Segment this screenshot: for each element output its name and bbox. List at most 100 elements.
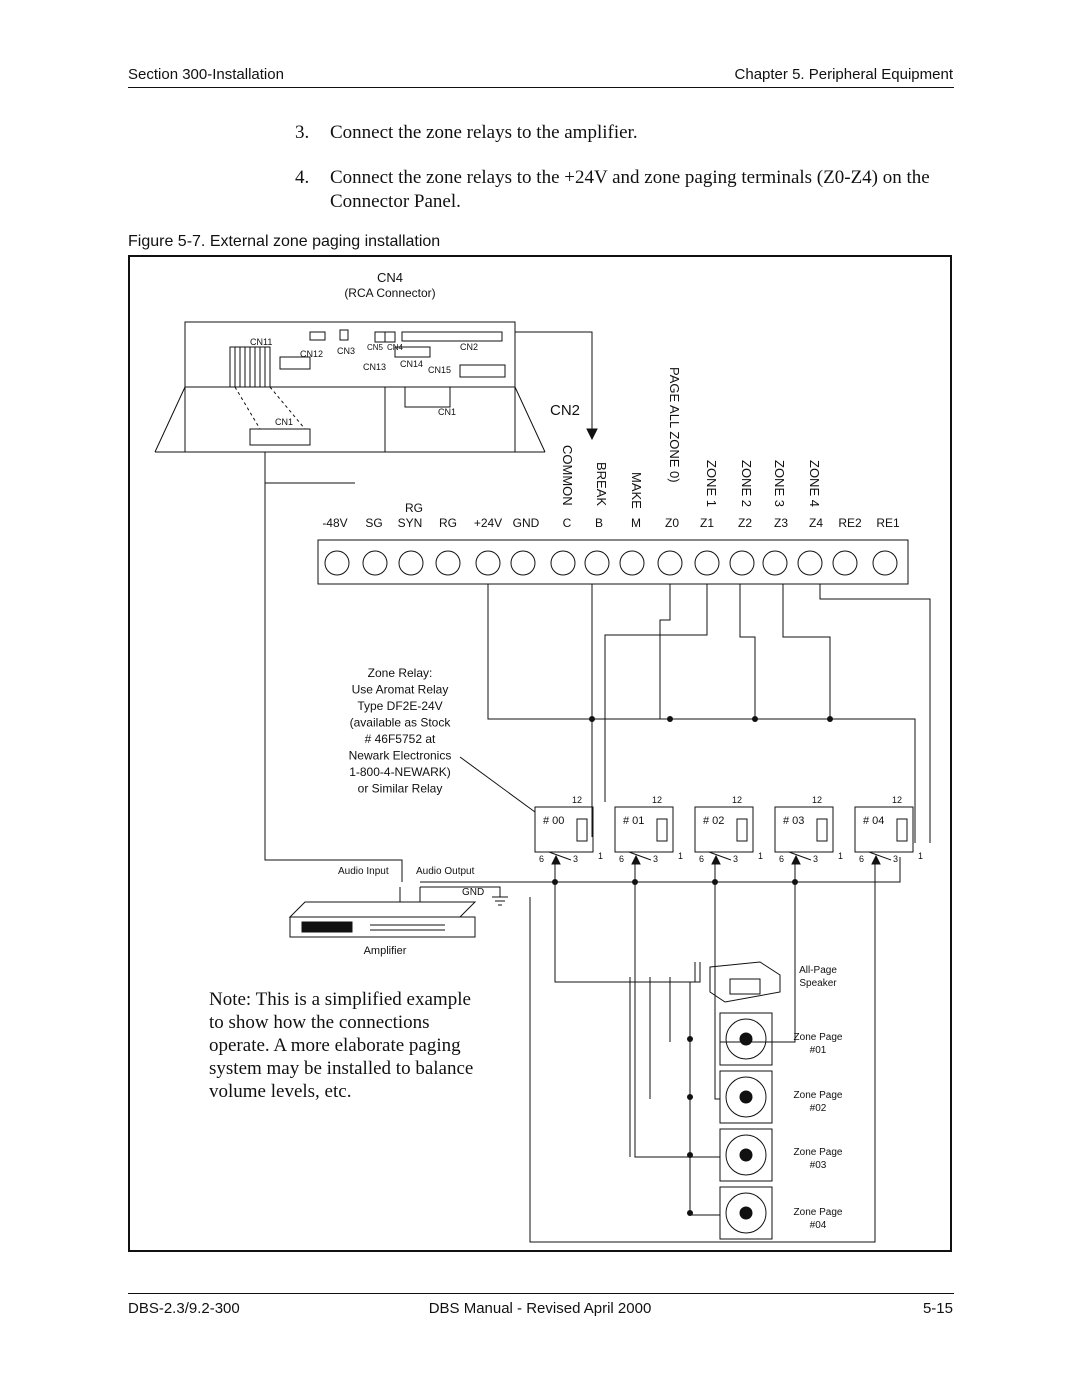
terminal-screw (832, 550, 858, 576)
terminal-screw (694, 550, 720, 576)
cn2-label: CN2 (550, 402, 580, 419)
terminal-screw (872, 550, 898, 576)
step-number: 4. (295, 167, 310, 188)
note-line: operate. A more elaborate paging (209, 1035, 461, 1056)
audio-input-label: Audio Input (338, 866, 389, 877)
all-page-speaker (709, 961, 781, 1003)
terminal-label: Z4 (809, 516, 823, 530)
zone-speaker-icon (719, 1128, 773, 1182)
relay-coil (656, 818, 668, 842)
relay-pin-label: 6 (779, 854, 784, 864)
terminal-label: Z1 (700, 516, 714, 530)
step-number: 3. (295, 122, 310, 143)
terminal-label: Z2 (738, 516, 752, 530)
relay-label: # 02 (703, 815, 724, 827)
junction-dot (827, 716, 833, 722)
relay-pin-label: 3 (893, 854, 898, 864)
rg-label: RG (405, 501, 423, 515)
relay-note-line: or Similar Relay (358, 782, 443, 796)
terminal-screw (797, 550, 823, 576)
relay-note-line: Newark Electronics (349, 749, 452, 763)
relay-pin-label: 1 (918, 851, 923, 861)
terminal-label: B (595, 516, 603, 530)
relay-arrow (711, 854, 721, 865)
board-label: CN5 (367, 343, 384, 352)
relay-pin-label: 1 (598, 851, 603, 861)
board-label: CN12 (300, 349, 323, 359)
junction-dot (792, 879, 798, 885)
terminal-screw (475, 550, 501, 576)
zone-speaker-cone (725, 1076, 767, 1118)
zone-speaker-icon (719, 1070, 773, 1124)
speaker-label: #02 (810, 1103, 827, 1114)
relay-box (774, 806, 834, 853)
terminal-screw (619, 550, 645, 576)
vertical-label: MAKE (629, 472, 644, 509)
relay-pin-label: 3 (813, 854, 818, 864)
relay-label: # 03 (783, 815, 804, 827)
relay-note-line: Type DF2E-24V (357, 699, 442, 713)
terminal-label: Z3 (774, 516, 788, 530)
header-section: Section 300-Installation (128, 66, 284, 83)
relay-pin-label: 3 (573, 854, 578, 864)
junction-dot (589, 716, 595, 722)
zone-speaker-icon (719, 1186, 773, 1240)
relay-note-line: Use Aromat Relay (352, 683, 449, 697)
terminal-block (317, 539, 909, 585)
relay-pin-label: 3 (653, 854, 658, 864)
terminal-label: C (563, 516, 572, 530)
zone-speaker-center (739, 1090, 753, 1104)
cn4-sublabel: (RCA Connector) (344, 286, 435, 300)
relay-arrow (871, 854, 881, 865)
junction-dot (667, 716, 673, 722)
figure-caption: Figure 5-7. External zone paging install… (128, 233, 441, 250)
terminal-label: +24V (474, 516, 502, 530)
zone-speaker-center (739, 1206, 753, 1220)
terminal-label: SG (365, 516, 382, 530)
terminal-label: M (631, 516, 641, 530)
terminal-screw (762, 550, 788, 576)
zone-speaker-cone (725, 1134, 767, 1176)
relay-pin-label: 12 (812, 795, 822, 805)
speaker-label: Zone Page (794, 1032, 843, 1043)
note-line: Note: This is a simplified example (209, 989, 471, 1010)
zone-speaker-cone (725, 1192, 767, 1234)
relay-pin-label: 12 (572, 795, 582, 805)
relay-label: # 04 (863, 815, 884, 827)
relay-pin-label: 3 (733, 854, 738, 864)
vertical-label: ZONE 3 (772, 460, 787, 507)
terminal-screw (550, 550, 576, 576)
vertical-label: ZONE 1 (704, 460, 719, 507)
relay-pin-label: 12 (652, 795, 662, 805)
header-chapter: Chapter 5. Peripheral Equipment (734, 66, 953, 83)
wiring-diagram: CN4 (RCA Connector) CN11 CN12 CN3 CN5 CN… (128, 255, 952, 1252)
relay-coil (816, 818, 828, 842)
cn4-label: CN4 (377, 270, 403, 285)
relay-note-line: 1-800-4-NEWARK) (349, 765, 451, 779)
board-label: CN14 (400, 359, 423, 369)
relay-box (694, 806, 754, 853)
board-label: CN4 (387, 343, 404, 352)
vertical-label: BREAK (594, 462, 609, 506)
relay-arrow (551, 854, 561, 865)
relay-note-line: (available as Stock (350, 716, 452, 730)
terminal-screw (398, 550, 424, 576)
speaker-label: #04 (810, 1220, 827, 1231)
relay-note-line: Zone Relay: (368, 666, 433, 680)
speaker-label: #01 (810, 1045, 827, 1056)
terminal-label: RE1 (876, 516, 900, 530)
terminal-label: RG (439, 516, 457, 530)
wire-24v (487, 584, 916, 843)
terminal-label: SYN (398, 516, 423, 530)
vertical-label: PAGE ALL ZONE 0) (667, 367, 682, 483)
relay-box (854, 806, 914, 853)
relay-coil (576, 818, 588, 842)
relay-pin-label: 6 (699, 854, 704, 864)
speaker-label: All-Page (799, 965, 837, 976)
board-label: CN15 (428, 365, 451, 375)
relay-arrow (791, 854, 801, 865)
header-rule (128, 87, 954, 88)
note-line: volume levels, etc. (209, 1081, 352, 1102)
zone-speaker-cone (725, 1018, 767, 1060)
step-text: Connect the zone relays to the amplifier… (330, 122, 638, 143)
